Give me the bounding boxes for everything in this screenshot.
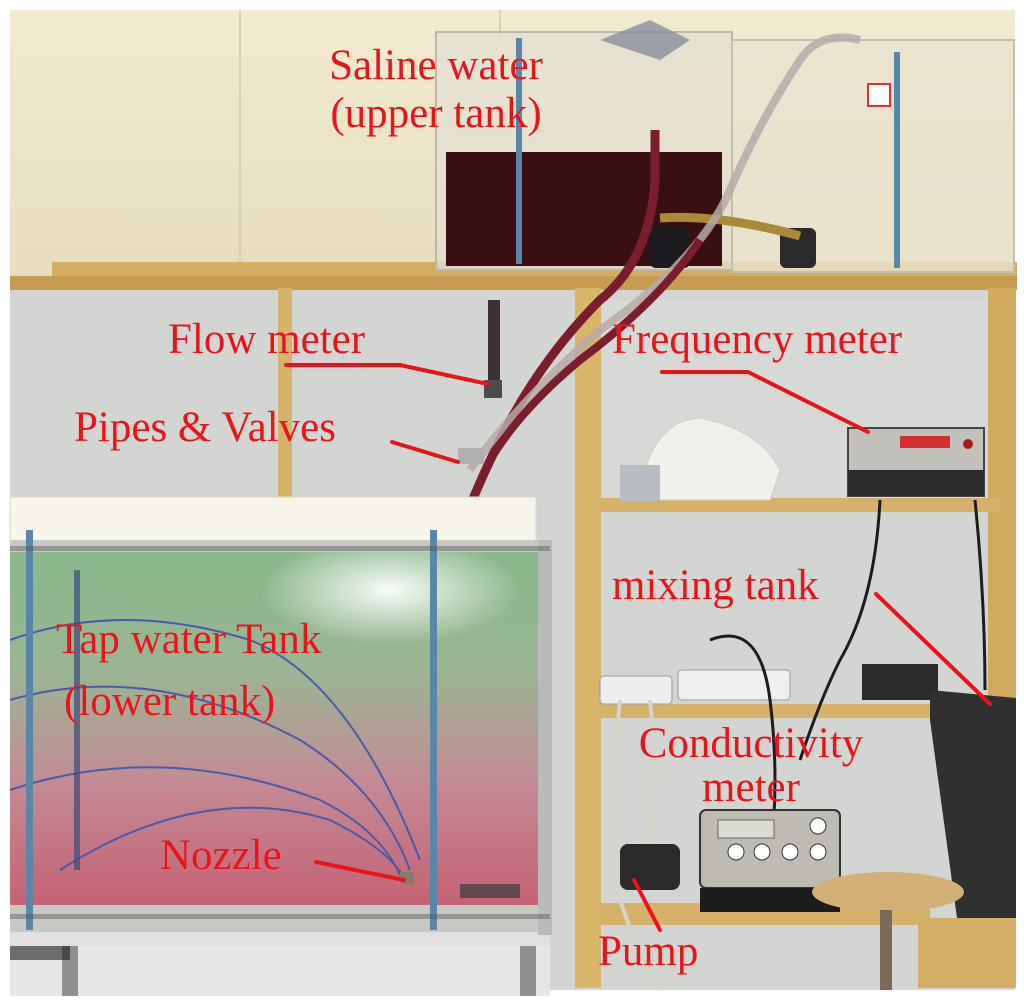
- pointer-pump: [632, 878, 662, 932]
- pointer-pipes: [390, 440, 460, 464]
- label-mixing-tank: mixing tank: [612, 562, 819, 609]
- pointer-mixing: [874, 592, 992, 706]
- mixing-tank: [930, 690, 1016, 940]
- pump-device: [620, 844, 680, 890]
- label-upper-tank: (upper tank): [330, 90, 542, 137]
- label-saline-water: Saline water: [329, 42, 543, 89]
- pointer-nozzle: [314, 860, 406, 882]
- label-tap-water-tank: Tap water Tank: [56, 616, 322, 663]
- flow-meter-body: [488, 300, 500, 390]
- shelf-middle: [600, 498, 1000, 512]
- label-frequency-meter: Frequency meter: [612, 316, 903, 363]
- label-conductivity: Conductivity: [638, 720, 864, 767]
- label-conductivity-meter: meter: [702, 764, 800, 811]
- supply-tube: [445, 130, 660, 562]
- label-flow-meter: Flow meter: [168, 316, 366, 363]
- label-pump: Pump: [598, 928, 699, 975]
- label-nozzle: Nozzle: [160, 832, 282, 879]
- label-lower-tank: (lower tank): [64, 678, 276, 725]
- empty-tank: [731, 39, 1015, 273]
- label-pipes-valves: Pipes & Valves: [74, 404, 336, 451]
